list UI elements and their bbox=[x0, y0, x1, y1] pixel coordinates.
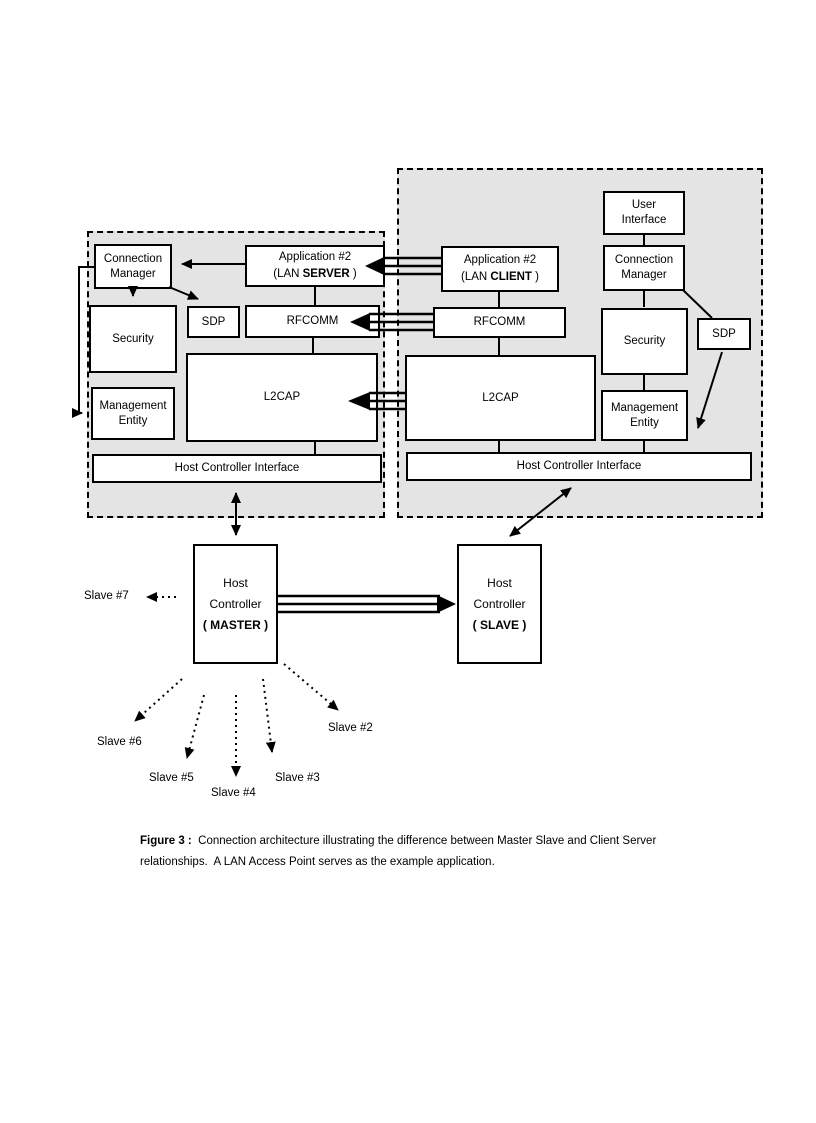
server-connection-manager-box: Connection Manager bbox=[94, 244, 172, 289]
client-l2cap-box: L2CAP bbox=[405, 355, 596, 441]
client-application-sublabel: (LAN CLIENT ) bbox=[461, 271, 539, 283]
figure-caption-number: Figure 3 : bbox=[140, 835, 192, 847]
client-hci-label: Host Controller Interface bbox=[516, 460, 642, 472]
server-security-label: Security bbox=[112, 332, 154, 345]
server-connection-manager-label-line2: Manager bbox=[110, 267, 156, 280]
arrow-master-to-slave6 bbox=[134, 678, 183, 722]
server-application-box: Application #2 (LAN SERVER ) bbox=[245, 245, 385, 287]
master-label-line2: Controller bbox=[209, 596, 262, 611]
client-security-label: Security bbox=[623, 335, 666, 347]
client-rfcomm-label: RFCOMM bbox=[473, 316, 526, 328]
server-connection-manager-label-line1: Connection bbox=[103, 252, 163, 265]
client-application-box: Application #2 (LAN CLIENT ) bbox=[441, 246, 559, 292]
client-application-label: Application #2 bbox=[463, 254, 537, 266]
client-rfcomm-box: RFCOMM bbox=[433, 307, 566, 338]
client-connection-manager-label-line2: Manager bbox=[621, 269, 667, 281]
server-application-label: Application #2 bbox=[278, 251, 352, 263]
slave2-label: Slave #2 bbox=[328, 722, 373, 734]
figure-caption-text-line2: relationships. A LAN Access Point serves… bbox=[140, 856, 495, 868]
slave-label-line2: Controller bbox=[473, 596, 526, 611]
client-user-interface-label-line1: User bbox=[631, 199, 657, 211]
slave-label-line1: Host bbox=[487, 575, 512, 590]
server-rfcomm-label: RFCOMM bbox=[286, 315, 339, 327]
host-controller-master-box: Host Controller ( MASTER ) bbox=[193, 544, 278, 664]
server-management-entity-box: Management Entity bbox=[91, 387, 175, 440]
client-connection-manager-label-line1: Connection bbox=[614, 254, 674, 266]
client-sdp-label: SDP bbox=[712, 327, 736, 340]
server-management-entity-label-line2: Entity bbox=[118, 414, 148, 427]
host-controller-slave-box: Host Controller ( SLAVE ) bbox=[457, 544, 542, 664]
slave6-label: Slave #6 bbox=[97, 736, 142, 748]
client-management-entity-box: Management Entity bbox=[601, 390, 688, 441]
figure-caption: Figure 3 : Connection architecture illus… bbox=[140, 831, 660, 873]
server-l2cap-box: L2CAP bbox=[186, 353, 378, 442]
master-label-line1: Host bbox=[223, 575, 248, 590]
slave4-label: Slave #4 bbox=[211, 787, 256, 799]
server-application-sublabel: (LAN SERVER ) bbox=[273, 268, 357, 280]
slave3-label: Slave #3 bbox=[275, 772, 320, 784]
server-management-entity-label-line1: Management bbox=[99, 399, 167, 412]
client-hci-box: Host Controller Interface bbox=[406, 452, 752, 481]
client-security-box: Security bbox=[601, 308, 688, 375]
figure-caption-text-line1: Connection architecture illustrating the… bbox=[191, 835, 657, 847]
server-hci-label: Host Controller Interface bbox=[174, 462, 300, 474]
arrow-master-to-slave2 bbox=[283, 663, 339, 711]
client-sdp-box: SDP bbox=[697, 318, 751, 350]
server-security-box: Security bbox=[89, 305, 177, 373]
server-rfcomm-box: RFCOMM bbox=[245, 305, 380, 338]
server-hci-box: Host Controller Interface bbox=[92, 454, 382, 483]
server-l2cap-label: L2CAP bbox=[263, 391, 301, 403]
server-sdp-label: SDP bbox=[201, 315, 226, 328]
slave-label-line3: ( SLAVE ) bbox=[472, 617, 527, 632]
client-l2cap-label: L2CAP bbox=[482, 391, 519, 404]
master-label-line3: ( MASTER ) bbox=[202, 617, 269, 632]
slave5-label: Slave #5 bbox=[149, 772, 194, 784]
server-sdp-box: SDP bbox=[187, 306, 240, 338]
client-user-interface-label-line2: Interface bbox=[621, 214, 667, 226]
arrow-master-to-slave3 bbox=[262, 678, 276, 753]
client-user-interface-box: User Interface bbox=[603, 191, 685, 235]
client-management-entity-label-line2: Entity bbox=[630, 416, 659, 429]
arrow-master-to-slave bbox=[278, 594, 456, 614]
client-management-entity-label-line1: Management bbox=[610, 401, 679, 414]
arrow-master-to-slave5 bbox=[184, 694, 205, 759]
slave7-label: Slave #7 bbox=[84, 590, 129, 602]
client-connection-manager-box: Connection Manager bbox=[603, 245, 685, 291]
